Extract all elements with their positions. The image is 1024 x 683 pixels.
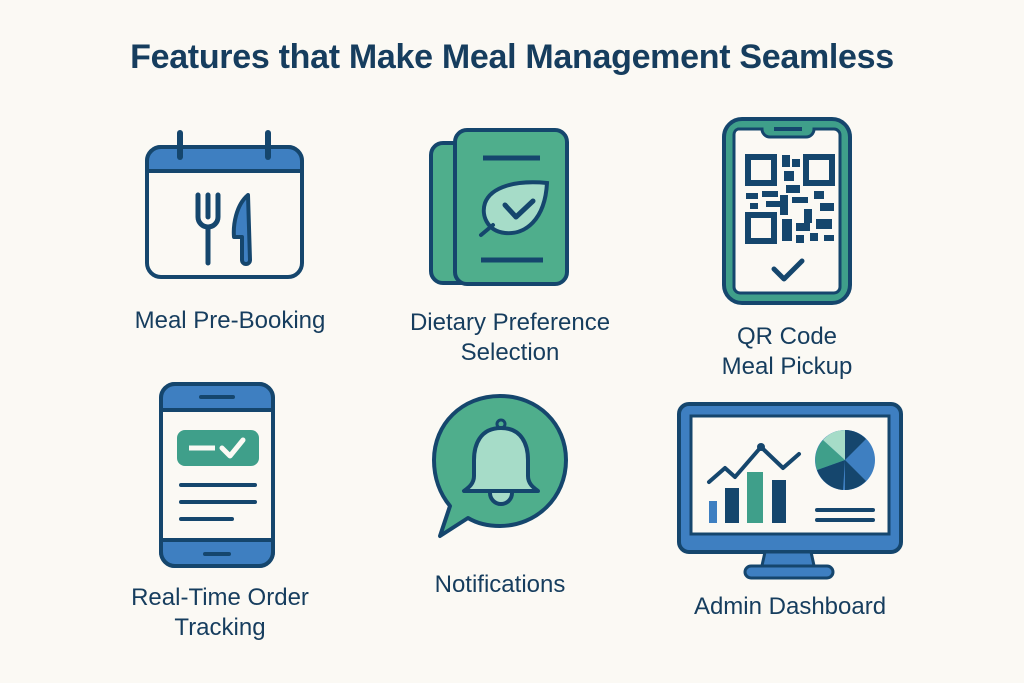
page-title: Features that Make Meal Management Seaml… <box>130 38 894 76</box>
leaf-check-document-icon <box>429 128 569 286</box>
feature-label: Dietary Preference Selection <box>409 309 611 366</box>
qr-code-phone-icon <box>722 117 852 305</box>
monitor-dashboard-icon <box>677 402 903 580</box>
phone-order-status-icon <box>159 382 275 568</box>
bell-chat-bubble-icon <box>432 394 568 538</box>
feature-label: QR Code Meal Pickup <box>721 323 853 380</box>
feature-label: Notifications <box>434 571 566 598</box>
feature-label: Real-Time Order Tracking <box>131 584 309 641</box>
feature-label: Meal Pre-Booking <box>134 307 326 334</box>
feature-label: Admin Dashboard <box>693 593 887 620</box>
calendar-cutlery-icon <box>145 130 304 279</box>
qr-code <box>745 154 835 244</box>
pie-chart <box>815 430 875 490</box>
